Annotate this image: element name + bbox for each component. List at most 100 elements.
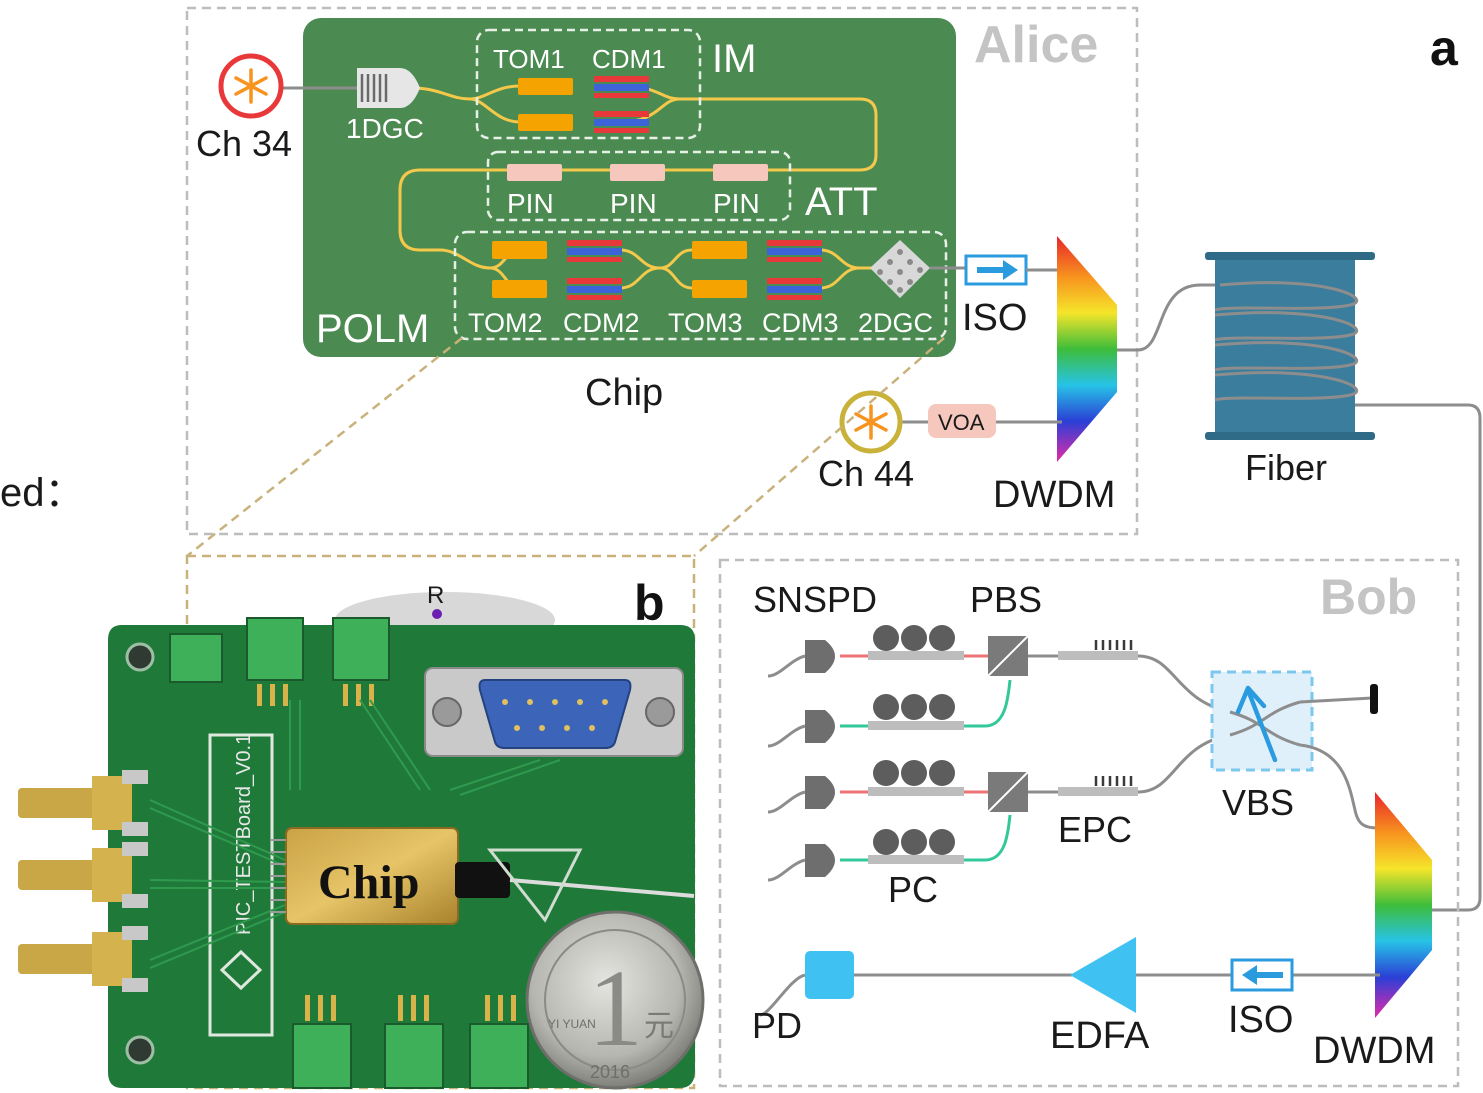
panel-a-letter: a [1430,20,1459,76]
db9-connector [424,667,684,757]
coin-pinyin: YI YUAN [548,1017,596,1031]
panel-b-letter: b [634,575,665,631]
dwdm-bob-label: DWDM [1313,1030,1435,1072]
iso-bob-label: ISO [1228,999,1293,1041]
coin-year: 2016 [590,1062,630,1082]
tom1-label: TOM1 [493,44,565,74]
1dgc-label: 1DGC [346,113,424,144]
coin-numeral: 1 [588,947,643,1069]
cdm1-label: CDM1 [592,44,666,74]
im-label: IM [712,37,756,81]
att-label: ATT [805,180,878,224]
header-bottom-1 [292,1023,352,1089]
dwdm-bob-icon [1375,792,1432,1018]
chip-body [303,18,956,357]
vbs-arrow-icon [1235,685,1278,763]
coin [525,910,705,1090]
epc-1 [1058,640,1138,660]
snspd-row-4 [767,814,1012,882]
spool-to-bob-fiber [1355,403,1482,912]
header-pins-bottom [305,995,516,1021]
photo-fiber [509,878,695,898]
vbs-to-dwdm-fiber [1299,743,1379,830]
pin-label-1: PIN [507,188,554,219]
laser-ch44-label: Ch 44 [818,453,914,494]
edfa-icon [1070,937,1136,1013]
fiber-label: Fiber [1245,447,1327,488]
epc-label: EPC [1058,809,1132,850]
header-top-1 [246,617,304,681]
iso-alice-label: ISO [962,297,1027,339]
iso-bob-arrow-icon [1242,965,1283,985]
tom1-heater-top [518,78,573,95]
pbs-cube-2 [987,771,1029,813]
laser-star-icon [234,68,268,104]
cdm3-label: CDM3 [762,308,839,338]
snspd-label: SNSPD [753,579,877,620]
dwdm-to-spool-fiber [1117,283,1225,352]
tom2-heater-top [492,241,547,259]
voa-label: VOA [938,410,985,435]
bob-box [718,558,1460,1088]
fiber-ferrule [455,862,510,898]
tom1-heater-bottom [518,114,573,131]
1dgc-grating [357,68,420,108]
pcb-traces [149,699,561,969]
pin-3 [713,164,768,181]
bob-label: Bob [1320,569,1417,625]
att-box [486,150,792,222]
polm-label: POLM [316,307,429,351]
dwdm-alice-icon [1057,236,1117,462]
laser-ch34-label: Ch 34 [196,123,292,164]
polm-box [453,230,948,341]
pd-icon [805,951,854,999]
cdm2-electrodes [567,240,622,300]
im-box [475,28,702,140]
pbs-cube-1 [987,635,1029,677]
vbs-terminator-fiber [1299,696,1373,704]
header-pins-top [257,684,374,706]
pcb-logo-icon [486,848,583,923]
fiber-terminator-icon [1370,684,1378,714]
pd-lead-fiber [759,973,806,1017]
vbs-label: VBS [1222,782,1294,823]
pc-label: PC [888,869,938,910]
panel-b: b R PIC_TESTBoard_V0.1 [18,554,705,1090]
tom3-heater-top [692,241,747,259]
edfa-label: EDFA [1050,1015,1150,1057]
header-bottom-3 [469,1023,529,1089]
coin-inner-ring [544,929,686,1071]
voa-box [928,404,996,438]
tom2-label: TOM2 [468,308,543,338]
zoom-line-left [186,337,463,557]
iso-alice-arrow-icon [977,260,1018,280]
cdm1-electrodes [594,76,649,133]
epc-2 [1058,776,1138,796]
laser-ch44-star-icon [854,404,888,440]
coin-yuan: 元 [644,1009,674,1044]
pin-label-2: PIN [610,188,657,219]
cdm3-electrodes [767,240,822,300]
pin-2 [610,164,665,181]
sma-connectors [18,770,148,992]
panel-bob: Bob SNSPD PBS [718,558,1460,1088]
mount-hole-1 [125,642,155,672]
chip-caption: Chip [585,372,663,414]
alice-box [185,6,1139,536]
mark-r-dot [432,609,442,619]
waveguides [398,84,885,290]
mount-hole-2 [125,1035,155,1065]
photo-chip-label: Chip [318,856,419,909]
board-logo-icon [219,949,263,991]
silkscreen-frame [208,733,274,1037]
pbs-label: PBS [970,579,1042,620]
snspd-row-1 [767,625,988,678]
2dgc-label: 2DGC [858,308,933,338]
mark-r: R [427,582,444,609]
panel-a: Alice a TOM1 CDM1 IM [185,6,1482,912]
board-label: PIC_TESTBoard_V0.1 [233,734,255,935]
header-bottom-2 [384,1023,444,1089]
snspd-row-2 [767,679,1012,748]
tom3-label: TOM3 [668,308,743,338]
